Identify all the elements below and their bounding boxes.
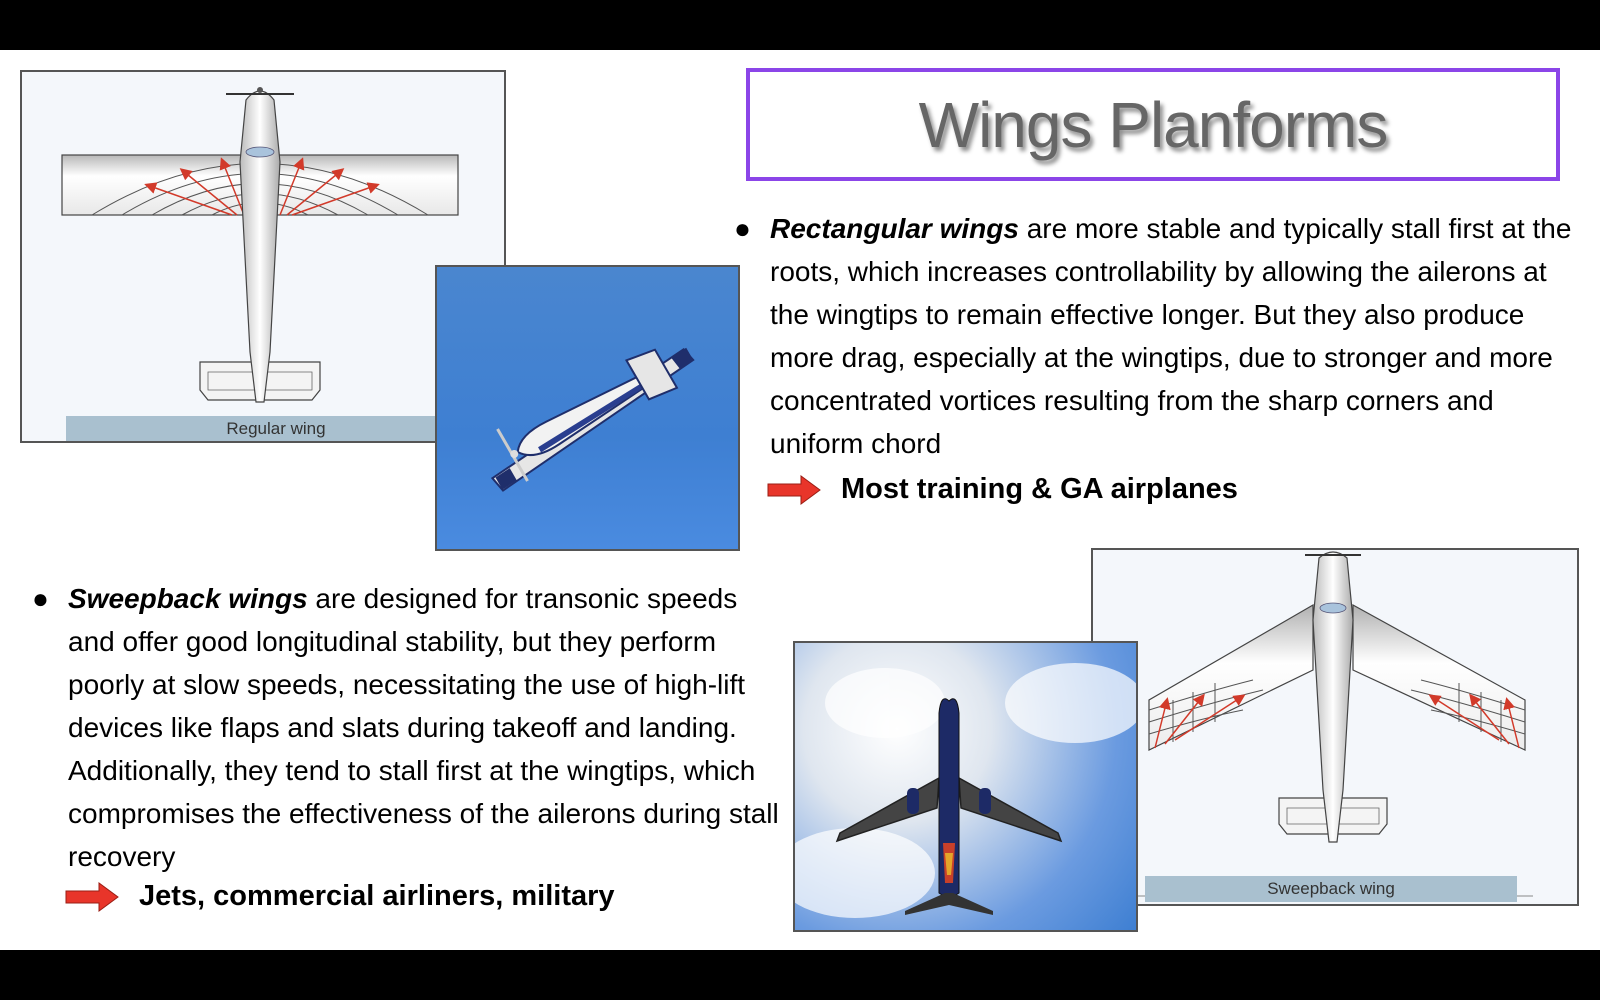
sweepback-wings-text: are designed for transonic speeds and of…: [68, 583, 779, 872]
title-box: Wings Planforms: [746, 68, 1560, 181]
rectangular-wings-usage: Most training & GA airplanes: [767, 473, 1238, 506]
sweepback-wings-usage-label: Jets, commercial airliners, military: [139, 880, 615, 912]
sweepback-wing-caption: Sweepback wing: [1145, 876, 1517, 902]
red-arrow-icon: [767, 474, 821, 505]
small-plane-photo: [435, 265, 740, 551]
rectangular-wings-paragraph: ● Rectangular wings are more stable and t…: [734, 207, 1582, 465]
regular-wing-illustration: [61, 87, 459, 403]
slide: Regular wing Wings Planforms ●: [0, 50, 1600, 950]
regular-wing-diagram: Regular wing: [20, 70, 506, 443]
red-arrow-icon: [65, 881, 119, 912]
sweepback-wings-paragraph: ● Sweepback wings are designed for transo…: [32, 577, 788, 878]
regular-wing-caption: Regular wing: [66, 416, 486, 441]
jet-photo: [793, 641, 1138, 932]
jet-image: [795, 663, 1136, 918]
sweepback-wing-diagram: Sweepback wing: [1091, 548, 1579, 906]
rectangular-wings-term: Rectangular wings: [770, 213, 1019, 244]
sweepback-wing-illustration: [1133, 551, 1533, 897]
sweepback-wings-term: Sweepback wings: [68, 583, 308, 614]
rectangular-wings-usage-label: Most training & GA airplanes: [841, 473, 1238, 505]
slide-title: Wings Planforms: [918, 88, 1389, 161]
small-plane-image: [490, 347, 695, 492]
rectangular-wings-text: are more stable and typically stall firs…: [770, 213, 1572, 459]
bullet-icon: ●: [32, 583, 49, 614]
bullet-icon: ●: [734, 213, 751, 244]
sweepback-wings-usage: Jets, commercial airliners, military: [65, 880, 615, 913]
